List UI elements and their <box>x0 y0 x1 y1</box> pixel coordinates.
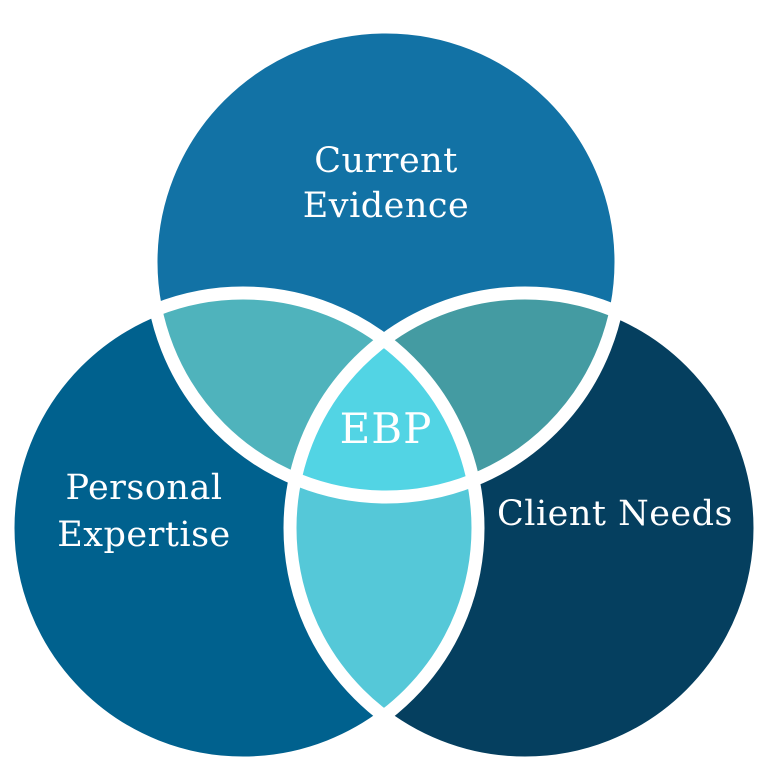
label-personal-expertise-line2: Expertise <box>57 515 231 555</box>
divider-ring-client-needs <box>283 286 767 768</box>
label-ebp-center: EBP <box>340 404 433 453</box>
overlap-evidence-expertise <box>151 293 478 497</box>
divider-ring-personal-expertise <box>1 286 485 768</box>
divider-ring-current-evidence <box>144 20 628 504</box>
label-current-evidence-line2: Evidence <box>303 186 470 226</box>
overlap-evidence-clientneeds-fill <box>290 293 621 497</box>
overlap-evidence-clientneeds <box>290 293 621 497</box>
label-client-needs: Client Needs <box>497 494 733 534</box>
label-current-evidence-line1: Current <box>314 141 458 181</box>
overlap-evidence-expertise-fill <box>151 293 478 497</box>
label-personal-expertise-line1: Personal <box>65 468 222 508</box>
